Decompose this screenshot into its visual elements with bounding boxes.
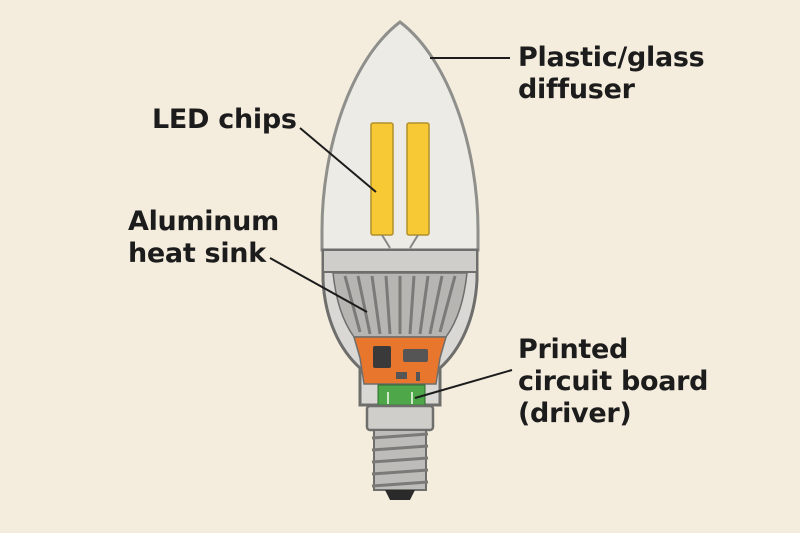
screw-base (371, 429, 429, 500)
label-pcb: Printed circuit board (driver) (518, 334, 709, 430)
connector (377, 384, 426, 406)
label-line: circuit board (518, 366, 709, 397)
label-line: Aluminum (128, 206, 279, 237)
base-neck (365, 404, 435, 432)
label-diffuser: Plastic/glass diffuser (518, 42, 705, 106)
label-line: Printed (518, 334, 629, 365)
label-heat-sink: Aluminum heat sink (128, 206, 279, 270)
glass-diffuser (320, 20, 480, 252)
led-chips (370, 122, 430, 249)
chip (373, 346, 391, 368)
leader-led (299, 127, 377, 193)
label-led-chips: LED chips (152, 104, 297, 135)
leader-pcb (414, 369, 513, 399)
label-line: (driver) (518, 398, 632, 429)
label-line: heat sink (128, 238, 266, 269)
label-line: diffuser (518, 74, 635, 105)
collar-band (322, 249, 478, 273)
heat-sink-fins (343, 275, 457, 335)
leader-heatsink (269, 257, 368, 313)
label-line: Plastic/glass (518, 42, 705, 73)
chip (403, 349, 428, 362)
